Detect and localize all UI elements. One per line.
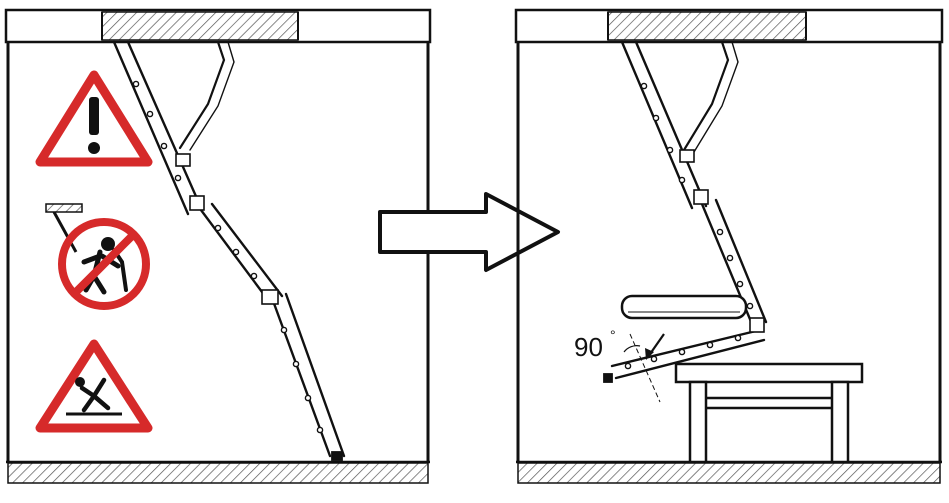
ceiling — [4, 8, 432, 44]
folding-ladder-partial — [603, 40, 768, 383]
transition-arrow-icon — [378, 192, 560, 272]
folding-ladder-extended — [112, 40, 346, 461]
panel-before — [4, 8, 432, 484]
panel-after: 90 ° — [514, 8, 944, 484]
floor — [516, 460, 942, 484]
angle-unit: ° — [610, 327, 616, 343]
angle-indicator — [623, 333, 665, 403]
warning-exclamation-icon — [35, 70, 153, 167]
hatch-cover — [620, 294, 748, 320]
floor — [6, 460, 430, 484]
table — [674, 362, 864, 464]
ceiling — [514, 8, 944, 44]
angle-value: 90 — [574, 332, 603, 362]
fall-hazard-icon — [35, 339, 153, 433]
no-hanging-prohibition-icon — [45, 203, 150, 310]
